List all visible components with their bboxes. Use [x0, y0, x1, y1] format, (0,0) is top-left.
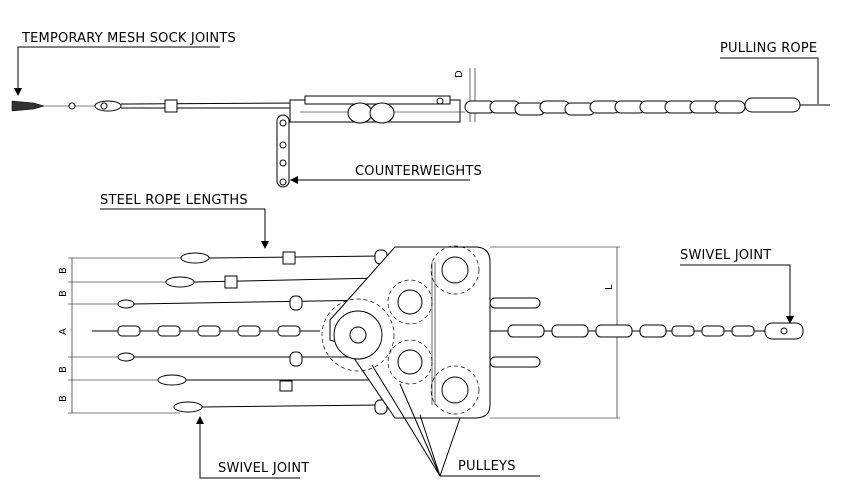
dim-l: L: [604, 284, 615, 290]
steel-rope-label: STEEL ROPE LENGTHS: [100, 193, 248, 208]
dim-b4: B: [58, 395, 69, 402]
chain-links-left: [117, 325, 301, 337]
chain-links-right: [507, 324, 755, 338]
chain-links-top: [464, 97, 801, 116]
dim-b2: B: [58, 290, 69, 297]
pulleys: [321, 245, 480, 415]
dim-b1: B: [58, 267, 69, 274]
swivel-joint-bottom-label: SWIVEL JOINT: [218, 461, 309, 476]
mesh-sock-arrow: [14, 88, 22, 96]
mesh-sock-leader: [17, 46, 220, 92]
dim-d: D: [454, 70, 465, 78]
plan-view-assembly: STEEL ROPE LENGTHS B B A B B: [58, 193, 804, 479]
counterweights: [276, 114, 290, 188]
swivel-joint-right-label: SWIVEL JOINT: [680, 248, 771, 263]
swivel-joint-right: [764, 322, 804, 340]
counterweights-label: COUNTERWEIGHTS: [355, 164, 482, 179]
pulley-plate: L: [329, 246, 620, 419]
pulling-rope-label: PULLING ROPE: [720, 41, 817, 56]
mesh-sock-label: TEMPORARY MESH SOCK JOINTS: [21, 31, 236, 46]
dim-b3: B: [58, 366, 69, 373]
steel-rope-leader: [100, 208, 266, 245]
pulleys-label: PULLEYS: [458, 459, 516, 474]
mesh-sock: [11, 100, 45, 112]
pulling-rope-leader: [720, 57, 819, 104]
dim-a: A: [58, 328, 69, 335]
side-view-assembly: TEMPORARY MESH SOCK JOINTS D: [11, 31, 830, 188]
